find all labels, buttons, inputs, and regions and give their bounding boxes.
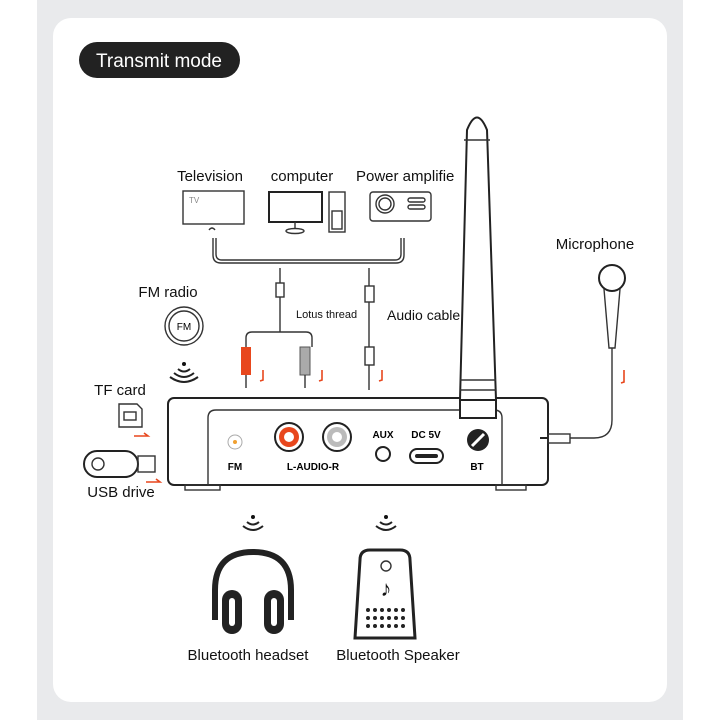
power-amplifier-label: Power amplifie: [356, 168, 454, 185]
lotus-cable: [241, 268, 323, 388]
wireless-signal-icon: [242, 515, 264, 531]
source-cable: [212, 238, 405, 264]
fm-port-label: FM: [228, 462, 242, 473]
tf-card-label: TF card: [94, 382, 146, 399]
mode-badge: Transmit mode: [79, 42, 240, 78]
headset-label: Bluetooth headset: [188, 647, 310, 664]
television-icon: TV: [182, 190, 245, 231]
tf-card-icon: [118, 403, 151, 437]
usb-drive-icon: [83, 450, 163, 483]
mode-badge-label: Transmit mode: [96, 51, 222, 72]
audio-port-label: L-AUDIO-R: [287, 462, 340, 473]
aux-port: [375, 446, 391, 462]
television-label: Television: [177, 168, 243, 185]
bt-port-label: BT: [470, 462, 483, 473]
power-amplifier-icon: [369, 191, 432, 222]
computer-icon: [268, 191, 346, 235]
microphone-label: Microphone: [556, 236, 634, 253]
audio-cable-label: Audio cable: [387, 307, 460, 323]
fm-radio-icon: FM: [164, 306, 204, 346]
usb-drive-label: USB drive: [87, 484, 155, 501]
speaker-icon: ♪: [353, 548, 417, 640]
wireless-signal-icon: [375, 515, 397, 531]
microphone-icon: [540, 264, 626, 444]
speaker-label: Bluetooth Speaker: [336, 647, 459, 664]
antenna-icon: [458, 116, 498, 451]
aux-port-label: AUX: [372, 430, 393, 441]
fm-radio-label: FM radio: [138, 284, 197, 301]
svg-text:♪: ♪: [381, 576, 392, 601]
headset-icon: [212, 548, 294, 634]
fm-icon-label: FM: [177, 322, 191, 333]
audio-cable: [364, 268, 383, 390]
lotus-thread-label: Lotus thread: [296, 309, 357, 321]
dc-port-label: DC 5V: [411, 430, 441, 441]
computer-label: computer: [271, 168, 334, 185]
tv-screen-label: TV: [189, 196, 200, 205]
wireless-signal-icon: [169, 362, 199, 383]
